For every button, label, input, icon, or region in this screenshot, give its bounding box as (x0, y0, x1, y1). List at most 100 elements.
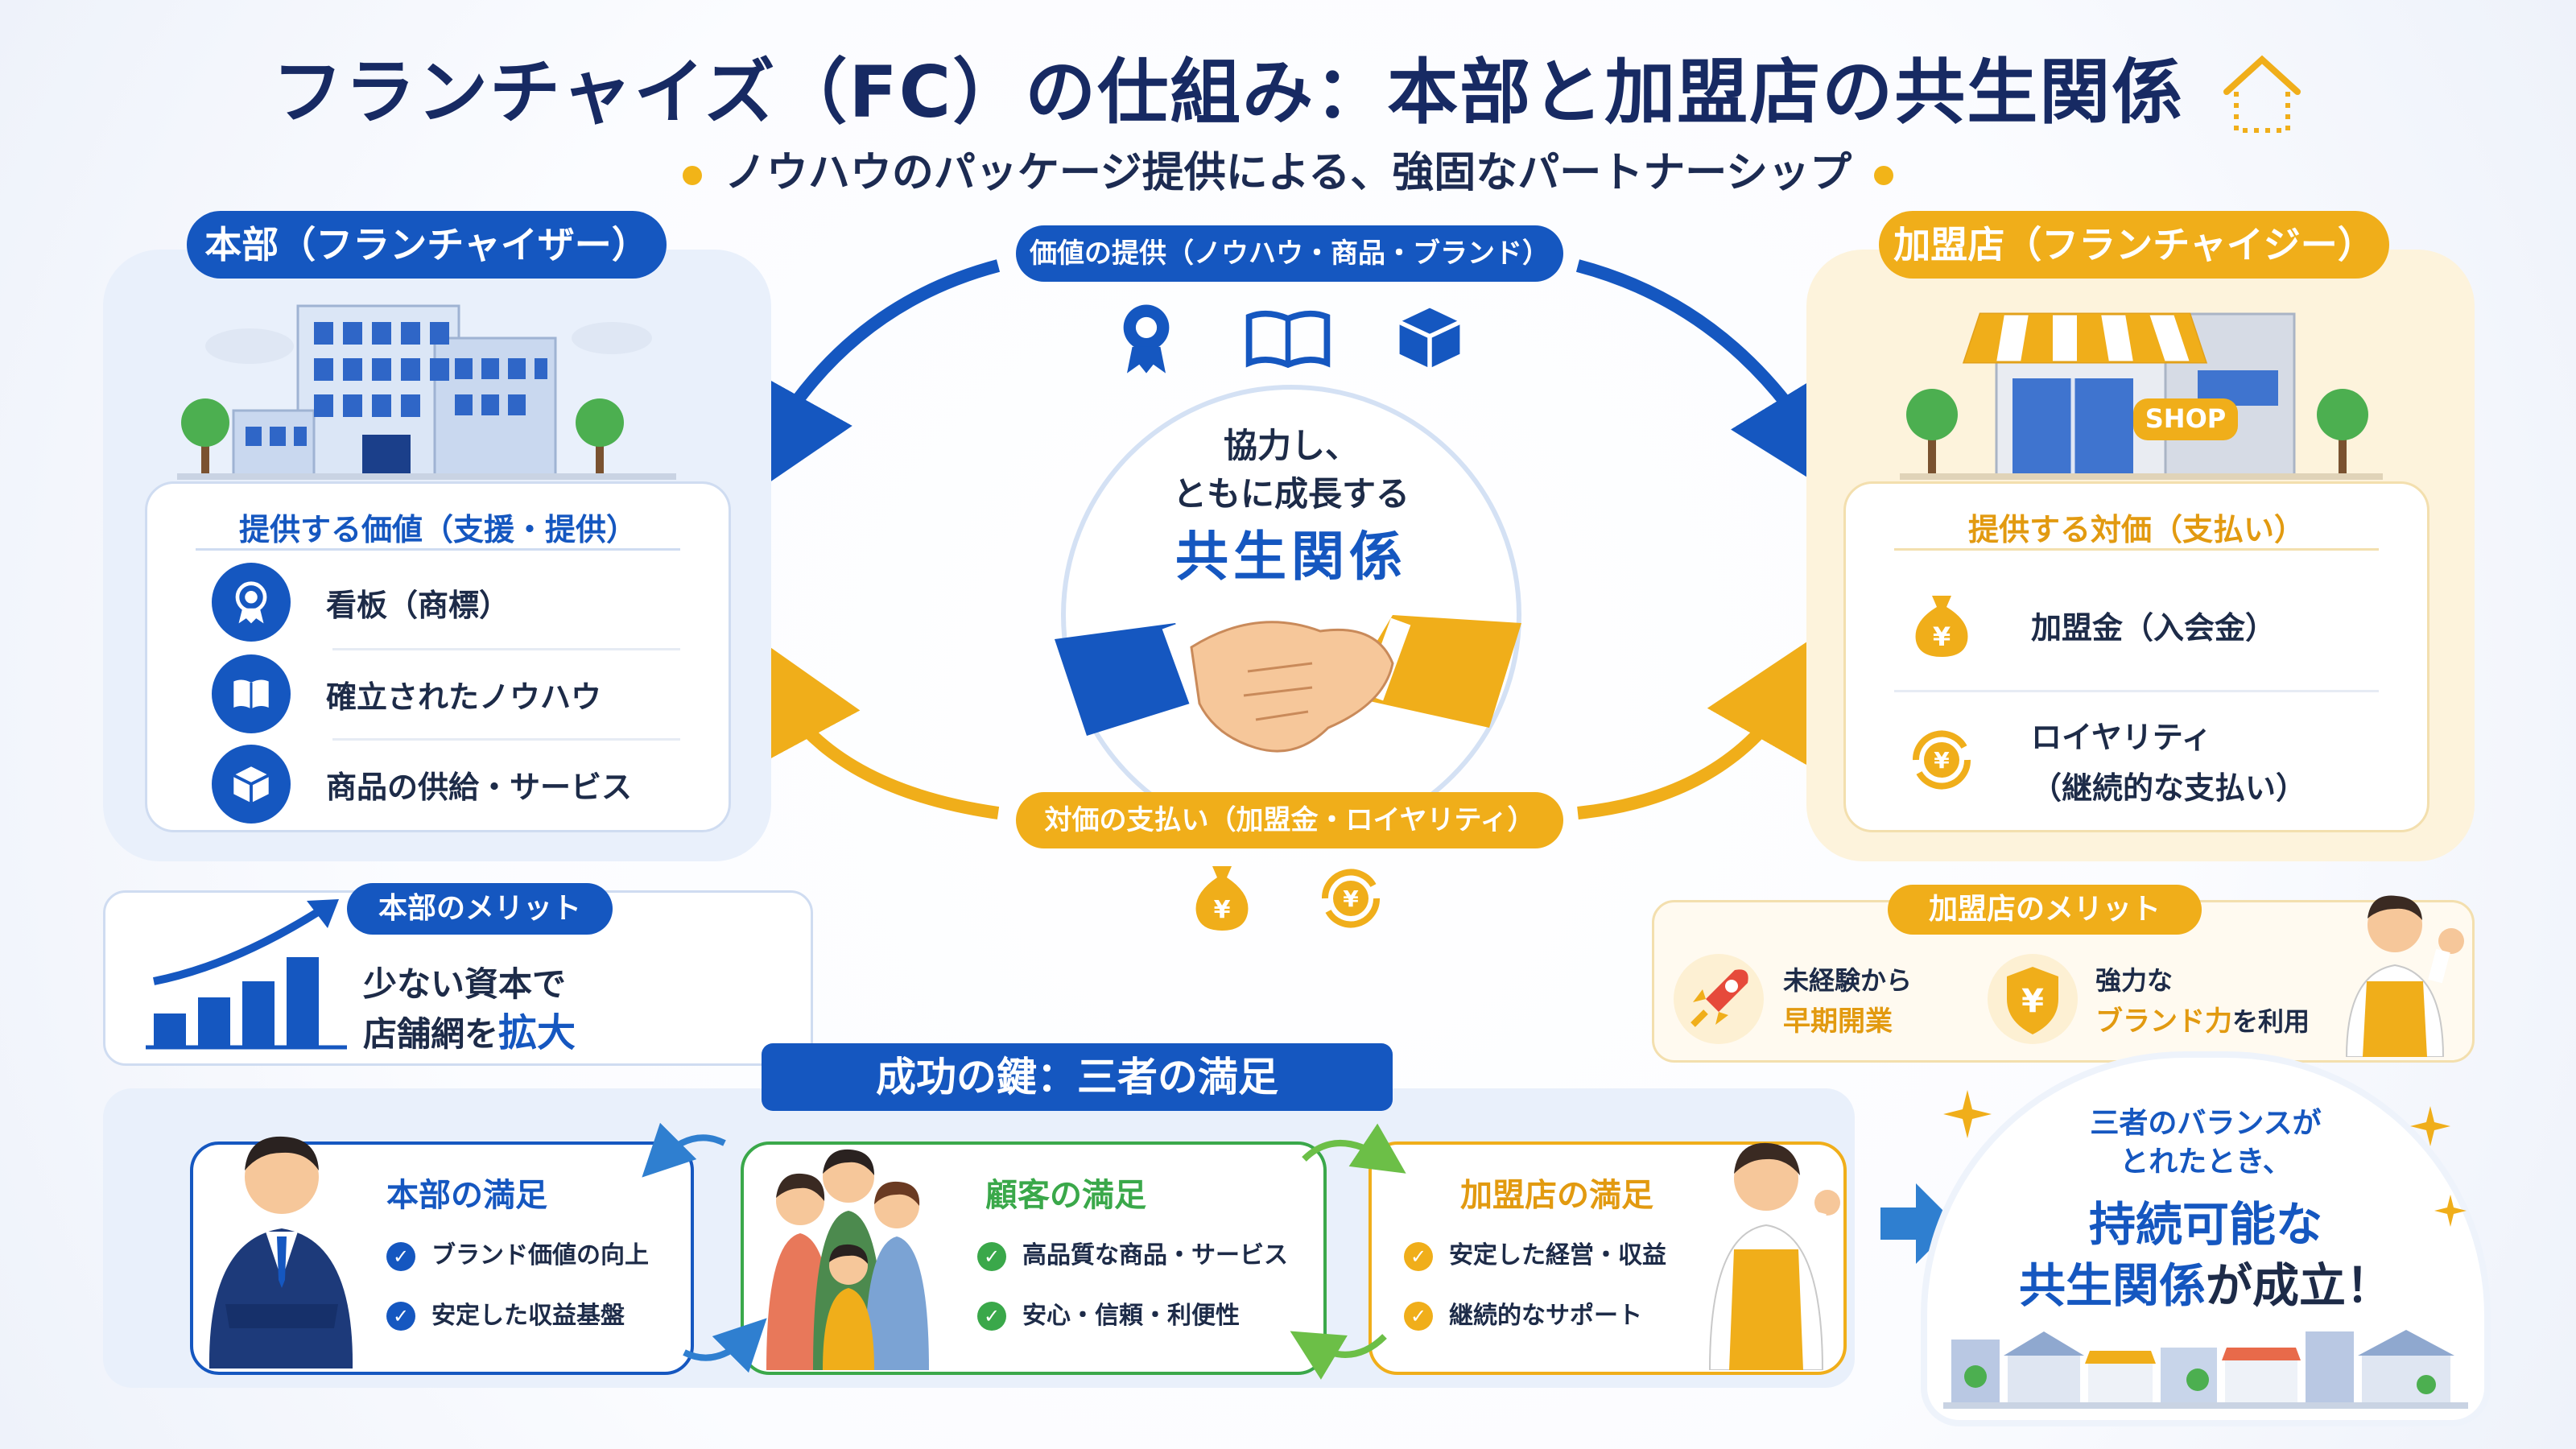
headquarters-merit-box: 本部のメリット 少ない資本で 店舗網を拡大 (103, 883, 813, 1066)
check-item: ✓安定した経営・収益 (1404, 1235, 1666, 1271)
svg-text:¥: ¥ (1343, 886, 1359, 912)
list-item-label: 確立されたノウハウ (326, 679, 602, 715)
svg-text:¥: ¥ (1934, 747, 1950, 774)
merit-item-2-line-1: 強力な (2095, 965, 2174, 996)
divider (196, 548, 680, 551)
svg-text:¥: ¥ (1933, 621, 1951, 652)
page-title: フランチャイズ（FC）の仕組み：本部と加盟店の共生関係 (0, 35, 2576, 145)
divider (332, 738, 680, 741)
award-icon (1123, 304, 1170, 374)
cycle-arrow (1290, 1331, 1387, 1380)
franchisee-satisfaction-title: 加盟店の満足 (1460, 1177, 1653, 1214)
conclusion-line-2: とれたとき、 (2120, 1146, 2292, 1179)
center-line-2: ともに成長する (1172, 474, 1410, 514)
franchisee-merit-box: 加盟店のメリット 未経験から 早期開業 ¥ 強力な ブランド力を利用 (1652, 885, 2475, 1063)
office-building-illustration (177, 304, 676, 480)
house-outline-icon (2223, 55, 2301, 134)
box-icon (212, 745, 291, 824)
list-item-sublabel: （継続的な支払い） (2031, 770, 2307, 806)
check-icon: ✓ (977, 1302, 1006, 1331)
conclusion-arrow (1880, 1183, 1956, 1264)
sparkle-icon (2434, 1195, 2467, 1227)
merit-item-2-line-2: ブランド力を利用 (2095, 1005, 2310, 1038)
money-bag-icon: ¥ (1195, 866, 1249, 931)
shop-illustration: SHOP (1900, 312, 2383, 480)
headquarters-value-card: 提供する価値（支援・提供） 看板（商標） 確立されたノウハウ 商品の供給・サービ… (145, 481, 731, 832)
list-item: ¥ ロイヤリティ （継続的な支払い） (1846, 700, 2427, 820)
merit-line-1: 少ない資本で (363, 964, 567, 1004)
headquarters-merit-title: 本部のメリット (347, 883, 613, 935)
payment-arrow-right (1577, 628, 1827, 819)
list-item: ¥ 加盟金（入会金） (1846, 564, 2427, 685)
conclusion-bubble: 三者のバランスが とれたとき、 持続可能な 共生関係が成立！ (1927, 1058, 2484, 1420)
check-icon: ✓ (1404, 1302, 1433, 1331)
money-bag-icon: ¥ (1902, 585, 1981, 664)
headquarters-title: 本部（フランチャイザー） (187, 211, 667, 279)
box-icon (1398, 308, 1461, 369)
franchisee-title: 加盟店（フランチャイジー） (1879, 211, 2389, 279)
franchisee-merit-title: 加盟店のメリット (1888, 885, 2202, 935)
franchisee-satisfaction-card: 加盟店の満足 ✓安定した経営・収益 ✓継続的なサポート (1368, 1141, 1847, 1375)
page-subtitle: ノウハウのパッケージ提供による、強固なパートナーシップ (0, 138, 2576, 199)
list-item: 商品の供給・サービス (147, 740, 729, 828)
center-line-3: 共生関係 (1175, 526, 1407, 588)
franchisee-section-title: 提供する対価（支払い） (1967, 512, 2305, 547)
success-section-title: 成功の鍵：三者の満足 (762, 1043, 1393, 1111)
shop-owner-illustration (2345, 895, 2464, 1057)
bullet-dot (1874, 166, 1894, 185)
list-item: 看板（商標） (147, 558, 729, 646)
center-line-1: 協力し、 (1223, 426, 1359, 465)
customer-satisfaction-points: ✓高品質な商品・サービス ✓安心・信頼・利便性 (977, 1211, 1288, 1331)
check-item: ✓継続的なサポート (1404, 1295, 1666, 1331)
growth-chart-icon (146, 899, 347, 1050)
hq-satisfaction-points: ✓ブランド価値の向上 ✓安定した収益基盤 (386, 1211, 649, 1331)
merit-item-1-line-2: 早期開業 (1783, 1005, 1893, 1038)
town-illustration (1943, 1330, 2468, 1409)
svg-text:¥: ¥ (2021, 983, 2044, 1020)
hq-satisfaction-card: 本部の満足 ✓ブランド価値の向上 ✓安定した収益基盤 (190, 1136, 694, 1375)
list-item-label: 看板（商標） (326, 587, 510, 623)
businessman-illustration (208, 1136, 353, 1368)
check-icon: ✓ (977, 1241, 1006, 1271)
headquarters-section-title: 提供する価値（支援・提供） (238, 512, 637, 547)
family-illustration (766, 1149, 929, 1370)
partnership-circle: 協力し、 ともに成長する 共生関係 (1055, 385, 1521, 845)
value-arrow-right (1575, 259, 1853, 506)
handshake-illustration (1055, 615, 1521, 753)
check-item: ✓安定した収益基盤 (386, 1295, 649, 1331)
value-provision-pill: 価値の提供（ノウハウ・商品・ブランド） (1016, 225, 1563, 282)
value-icons-row (1111, 298, 1465, 378)
franchisee-payment-card: 提供する対価（支払い） ¥ 加盟金（入会金） ¥ ロイヤリティ （継続的な支払い… (1843, 481, 2429, 832)
list-item-label: 商品の供給・サービス (326, 769, 633, 805)
cycle-arrow (683, 1318, 767, 1373)
award-icon (212, 563, 291, 642)
list-item-label: ロイヤリティ (2031, 720, 2212, 755)
conclusion-line-1: 三者のバランスが (2090, 1107, 2322, 1140)
divider (332, 648, 680, 650)
recurring-yen-icon: ¥ (1902, 720, 1981, 799)
merit-item-1-line-1: 未経験から (1783, 965, 1913, 996)
check-icon: ✓ (386, 1302, 415, 1331)
divider (1894, 548, 2379, 551)
payment-icons-row: ¥ ¥ (1188, 858, 1389, 939)
shop-sign-text: SHOP (2145, 403, 2226, 434)
list-item: 確立されたノウハウ (147, 650, 729, 738)
book-icon (1245, 310, 1331, 369)
svg-text:¥: ¥ (1214, 896, 1231, 924)
conclusion-line-3: 持続可能な (2088, 1197, 2322, 1252)
list-item-label: 加盟金（入会金） (2031, 609, 2277, 646)
franchisee-satisfaction-points: ✓安定した経営・収益 ✓継続的なサポート (1404, 1211, 1666, 1331)
hq-satisfaction-title: 本部の満足 (386, 1177, 547, 1214)
divider (1894, 690, 2379, 692)
conclusion-line-4: 共生関係が成立！ (2018, 1258, 2393, 1313)
bullet-dot (682, 166, 702, 185)
cycle-arrow (642, 1122, 726, 1178)
payment-arrow-left (742, 627, 1000, 819)
check-item: ✓安心・信頼・利便性 (977, 1295, 1288, 1331)
merit-highlight: 拡大 (498, 1010, 576, 1055)
sparkle-icon (2410, 1106, 2450, 1146)
recurring-yen-icon: ¥ (1321, 869, 1381, 928)
